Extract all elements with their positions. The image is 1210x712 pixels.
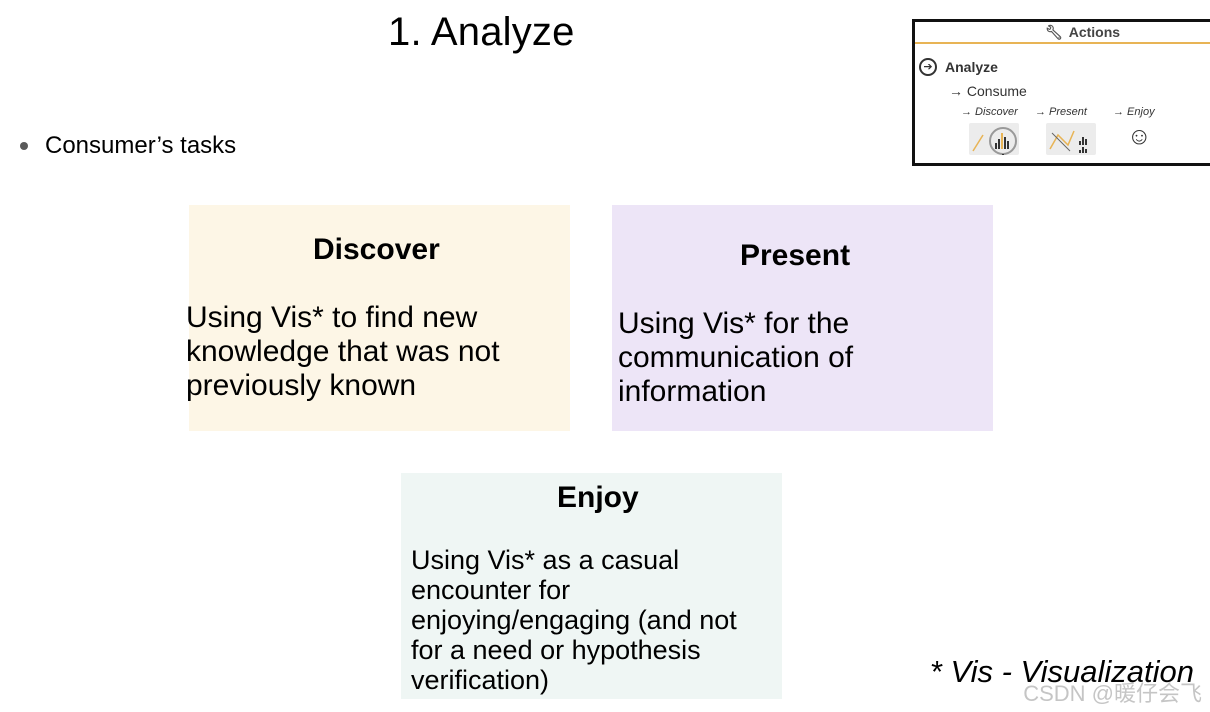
present-card-title: Present bbox=[740, 239, 851, 272]
discover-card-title: Discover bbox=[313, 233, 440, 266]
inset-present-label: → Present bbox=[1035, 106, 1087, 118]
discover-chart-icon bbox=[969, 123, 1019, 155]
present-card-body: Using Vis* for the communication of info… bbox=[618, 307, 854, 408]
bullet-dot-icon bbox=[20, 142, 28, 150]
inset-discover-label: → Discover bbox=[961, 106, 1018, 118]
discover-card-body: Using Vis* to find new knowledge that wa… bbox=[186, 301, 500, 402]
enjoy-card-title: Enjoy bbox=[557, 481, 639, 514]
circle-arrow-icon: ➔ bbox=[919, 58, 937, 76]
enjoy-card: Enjoy Using Vis* as a casual encounter f… bbox=[401, 473, 782, 699]
bullet-item: Consumer’s tasks bbox=[20, 132, 236, 160]
inset-header: 🔧︎ Actions bbox=[915, 22, 1210, 44]
wrench-icon: 🔧︎ bbox=[1044, 23, 1063, 40]
watermark: CSDN @暖仔会飞 bbox=[1023, 681, 1202, 706]
smiley-icon: ☺ bbox=[1127, 123, 1152, 150]
actions-panel-inset: 🔧︎ Actions ➔ Analyze → Consume → Discove… bbox=[912, 19, 1210, 166]
slide-title: 1. Analyze bbox=[388, 10, 575, 54]
enjoy-card-body: Using Vis* as a casual encounter for enj… bbox=[411, 545, 737, 695]
present-chart-icon bbox=[1046, 123, 1096, 155]
bullet-text: Consumer’s tasks bbox=[45, 132, 237, 159]
footnote: * Vis - Visualization bbox=[929, 654, 1194, 689]
inset-analyze-label: Analyze bbox=[945, 59, 998, 75]
inset-header-label: Actions bbox=[1068, 24, 1121, 40]
discover-card: Discover Using Vis* to find new knowledg… bbox=[186, 205, 570, 431]
present-card: Present Using Vis* for the communication… bbox=[612, 205, 993, 431]
inset-enjoy-label: → Enjoy bbox=[1113, 106, 1155, 118]
inset-analyze-row: ➔ Analyze bbox=[919, 58, 998, 76]
inset-consume-label: → Consume bbox=[949, 83, 1027, 99]
